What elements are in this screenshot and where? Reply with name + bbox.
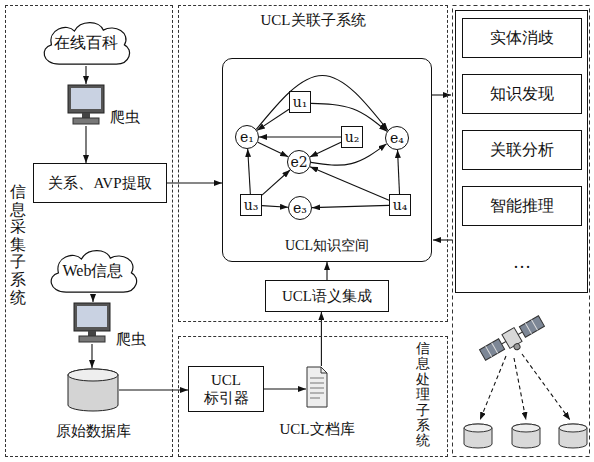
subsystem-region: 信息处理子系统UCL 标引器UCL文档库 — [178, 336, 448, 457]
connector-arrow — [256, 76, 388, 131]
node-label: e₃ — [293, 200, 307, 216]
database-icons — [464, 424, 587, 448]
node-label: 信息采集子系统 — [10, 183, 26, 306]
node-label: u₃ — [244, 197, 259, 213]
node-label: UCL知识空间 — [223, 237, 431, 255]
connector-arrow — [312, 205, 389, 207]
entity-circle: e₄ — [385, 126, 409, 150]
node-label: 在线百科 — [54, 33, 118, 54]
node-label: u₂ — [345, 129, 360, 145]
satellite-icon — [479, 314, 548, 366]
knowledge-space: UCL知识空间 u₁ e₁ u₂ e₄ e2 u₃ e₃ u₄ — [222, 58, 432, 262]
subsystem-region: 信息采集子系统在线百科爬虫关系、AVP提取Web信息爬虫原始数据库 — [5, 5, 173, 457]
function-box: 实体消歧 — [462, 18, 582, 58]
connector-arrow — [257, 109, 289, 130]
connector-arrow — [91, 344, 92, 368]
node-label: 爬虫 — [116, 330, 156, 349]
node-label: 爬虫 — [110, 108, 150, 127]
connector-arrow — [310, 142, 341, 157]
connector-arrow — [85, 66, 86, 84]
downlink-arrows — [480, 354, 570, 420]
function-box: 知识发现 — [462, 74, 582, 114]
function-box: 智能推理 — [462, 186, 582, 226]
crawler-computer-outline — [66, 84, 106, 126]
node-label: e2 — [290, 154, 307, 170]
crawler-computer-outline — [72, 302, 112, 344]
crawler-computer: 爬虫 — [66, 84, 106, 126]
node-label: UCL文档库 — [267, 420, 367, 439]
node-label: 关联分析 — [490, 140, 554, 161]
entity-circle: e2 — [287, 150, 311, 174]
output-arrow — [432, 94, 451, 95]
node-label: e₁ — [240, 129, 254, 145]
ellipsis-label: … — [510, 252, 534, 273]
function-box: 关联分析 — [462, 130, 582, 170]
node-label: 知识发现 — [490, 84, 554, 105]
connector-arrow — [259, 136, 341, 137]
node-label: 智能推理 — [490, 196, 554, 217]
process-box: UCL 标引器 — [188, 366, 264, 412]
subsystem-region: UCL关联子系统 UCL知识空间 u₁ e₁ u₂ e₄ e2 u₃ e₃ u₄ UCL语义集成 — [178, 5, 448, 322]
node-label: 实体消歧 — [490, 28, 554, 49]
node-label: UCL关联子系统 — [179, 11, 447, 30]
node-label: u₁ — [293, 94, 308, 110]
source-cloud: Web信息 — [45, 248, 141, 294]
process-box: 关系、AVP提取 — [33, 163, 167, 203]
node-label: 原始数据库 — [43, 422, 143, 441]
node-label: UCL 标引器 — [189, 371, 263, 407]
connector-arrow — [326, 262, 327, 280]
connector-arrow — [311, 103, 387, 131]
connector-arrow — [92, 294, 93, 302]
connector-arrow — [85, 126, 86, 163]
connector-arrow — [248, 149, 251, 194]
connector-arrow — [262, 206, 288, 208]
unit-square: u₃ — [240, 194, 262, 216]
unit-square: u₂ — [341, 126, 363, 148]
document-icon: UCL文档库 — [306, 366, 328, 408]
connector-arrow — [262, 170, 290, 195]
crawler-computer: 爬虫 — [72, 302, 112, 344]
node-label: u₄ — [393, 197, 408, 213]
process-box: UCL语义集成 — [265, 280, 389, 312]
application-region — [453, 6, 590, 457]
node-label: e₄ — [390, 130, 404, 146]
database-cylinder: 原始数据库 — [67, 368, 119, 412]
source-cloud: 在线百科 — [38, 20, 134, 66]
entity-circle: e₁ — [235, 125, 259, 149]
database-cylinder-outline — [67, 368, 119, 412]
node-label: 信息处理子系统 — [416, 341, 430, 449]
connector-arrow — [321, 312, 322, 366]
node-label: Web信息 — [63, 261, 124, 282]
connector-arrow — [310, 167, 389, 201]
feedback-arrow — [433, 239, 452, 240]
node-label: 关系、AVP提取 — [48, 174, 151, 193]
connector-arrow — [398, 150, 400, 194]
node-label: UCL语义集成 — [282, 287, 372, 306]
entity-circle: e₃ — [288, 196, 312, 220]
connector-arrow — [167, 182, 222, 183]
document-icon-outline — [306, 366, 328, 408]
unit-square: u₄ — [389, 194, 411, 216]
connector-arrow — [258, 142, 288, 157]
unit-square: u₁ — [289, 91, 311, 113]
connector-arrow — [264, 388, 306, 389]
application-panel — [456, 11, 588, 293]
